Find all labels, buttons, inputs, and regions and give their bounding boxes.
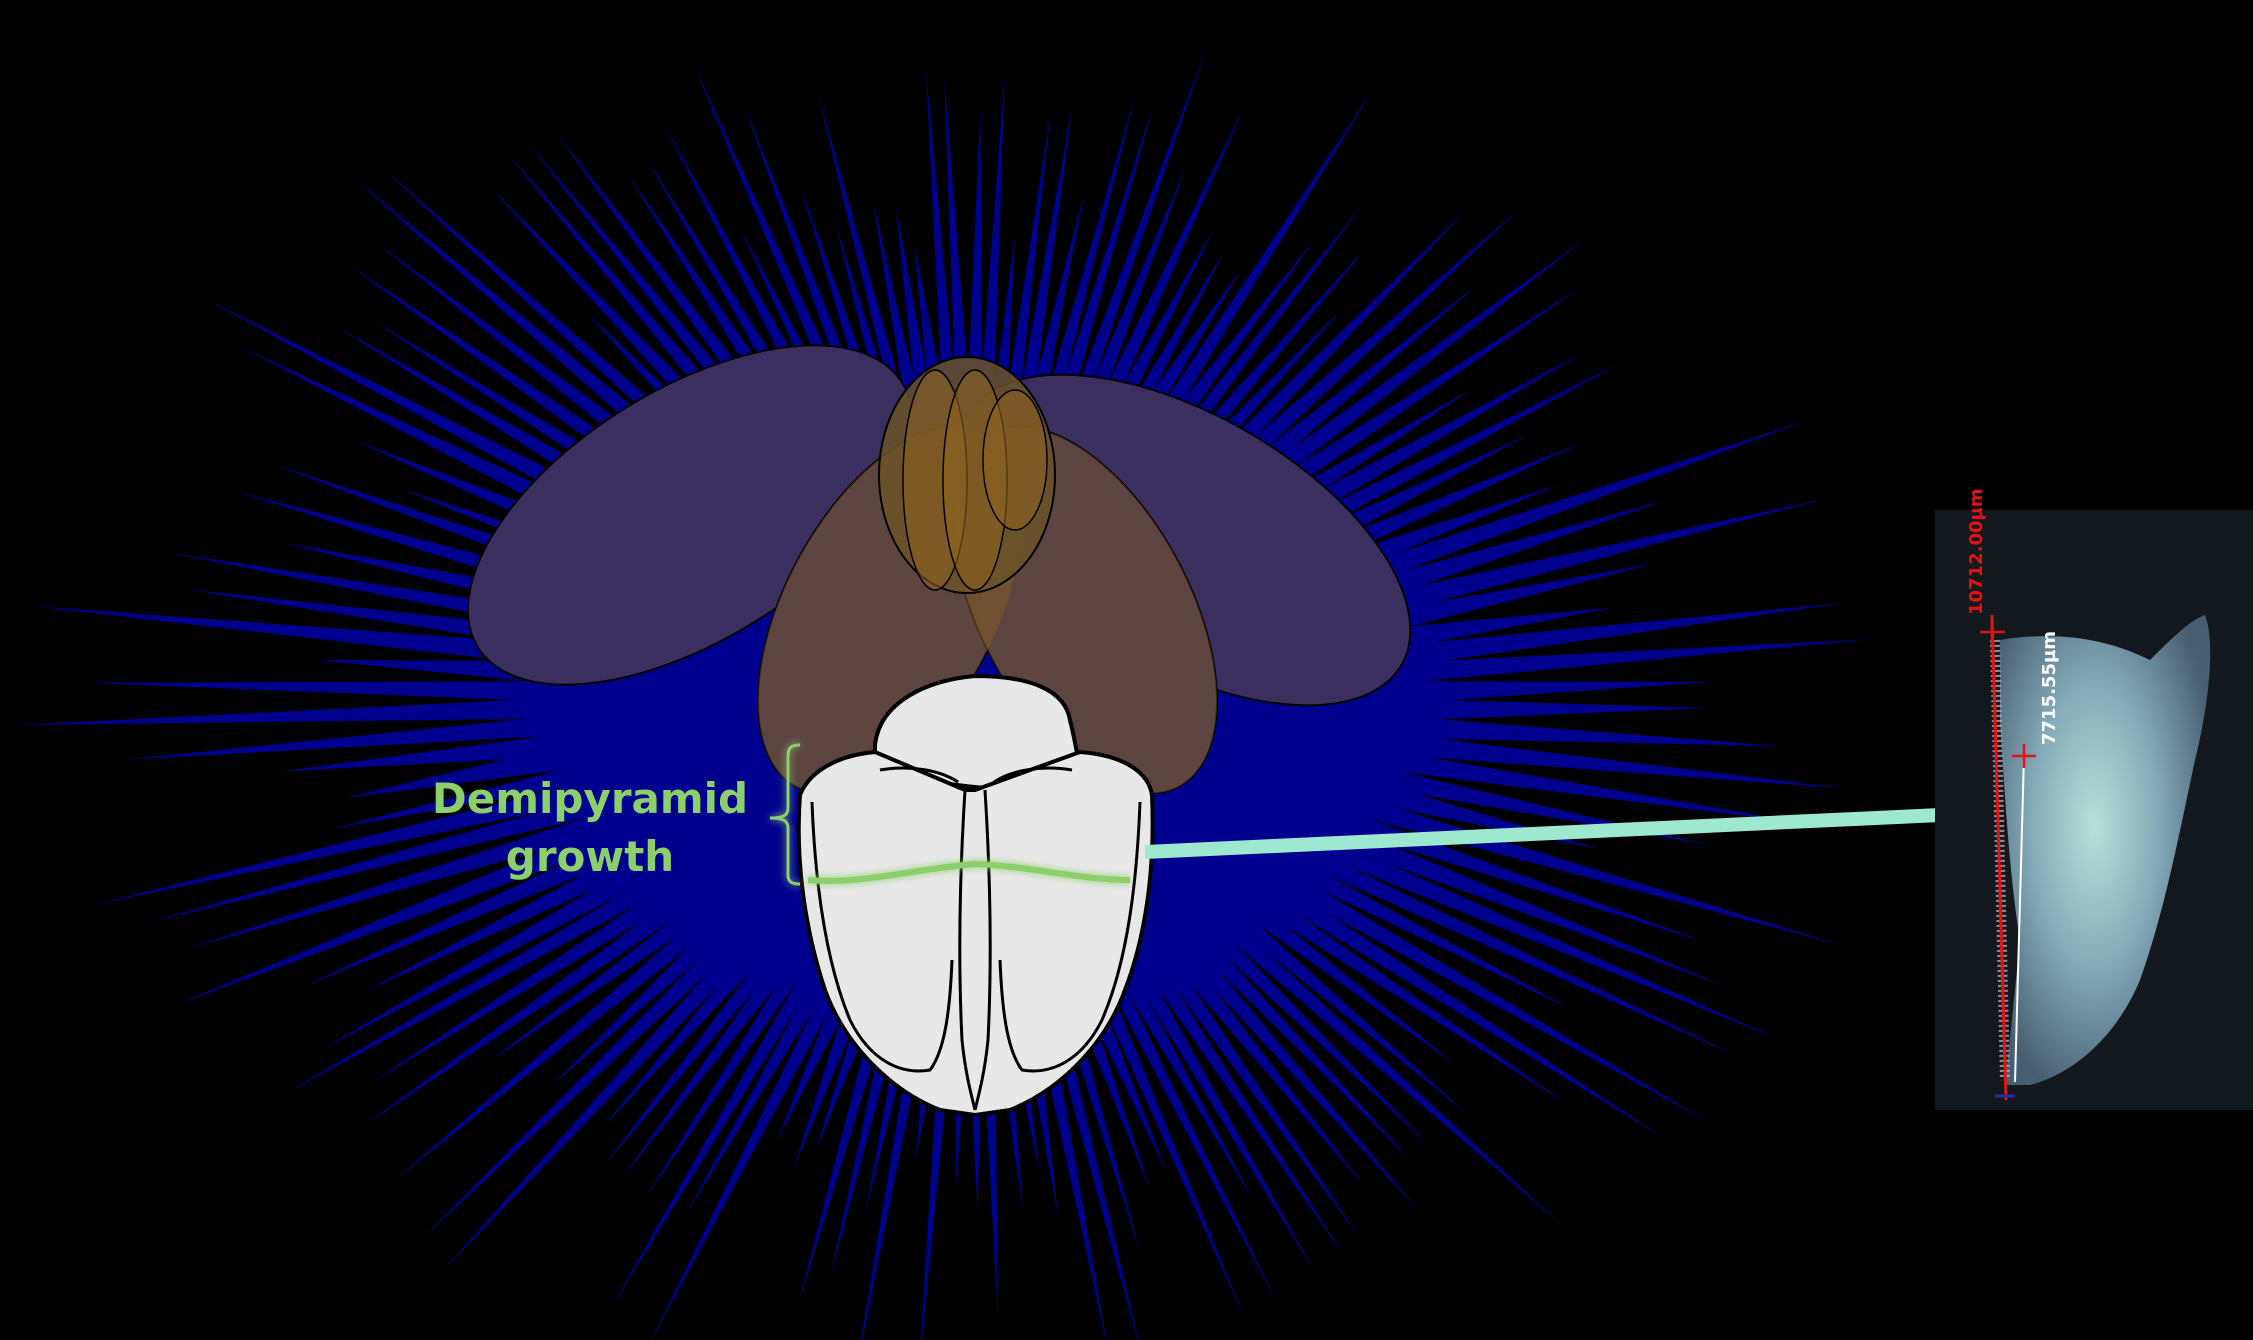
measure-total-label: 10712.00µm xyxy=(1966,488,1987,615)
growth-label-line1: Demipyramid xyxy=(420,770,760,828)
growth-label: Demipyramid growth xyxy=(420,770,760,886)
tooth-photo: 10712.00µm 7715.55µm xyxy=(1935,488,2253,1110)
growth-label-line2: growth xyxy=(420,828,760,886)
measure-partial-label: 7715.55µm xyxy=(2039,631,2060,745)
center-inner-right xyxy=(983,390,1047,530)
